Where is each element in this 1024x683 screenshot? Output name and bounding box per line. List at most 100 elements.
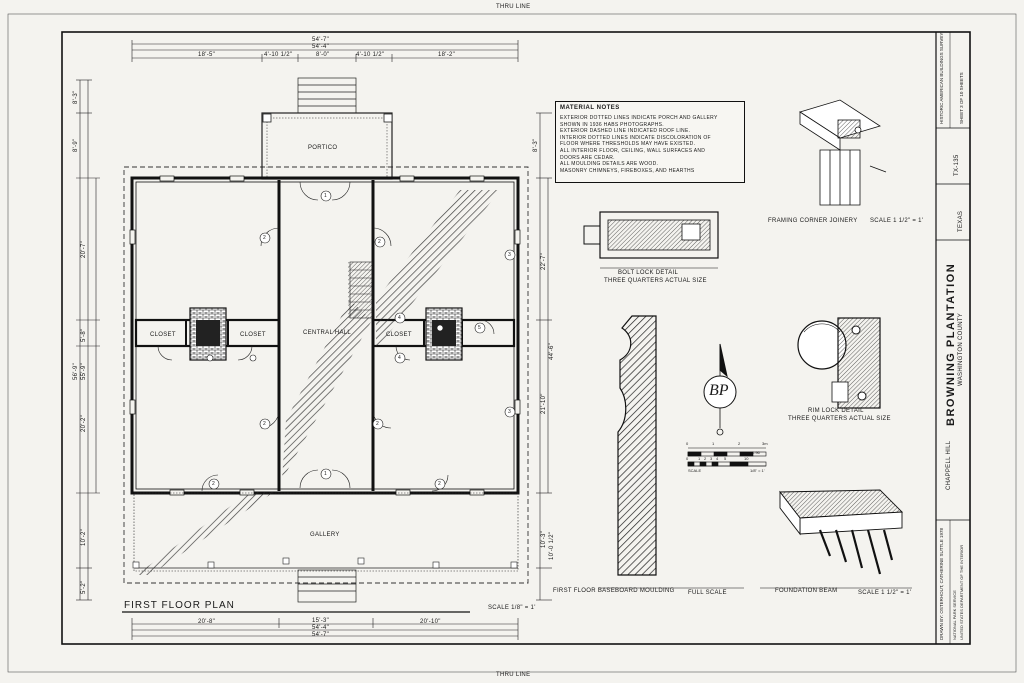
scale-top-tick: 3m [762,441,768,446]
material-notes-header: MATERIAL NOTES [560,105,620,111]
bottom-trim-mark: THRU LINE [496,672,531,678]
scale-word: SCALE [688,468,702,473]
baseboard-moulding-drawing [617,315,657,576]
scale-bottom-tick: 5 [724,456,727,461]
dim-top-1: 18'-5" [198,52,216,58]
graphic-scale [687,447,767,467]
dim-bottom-5: 20'-10" [420,619,441,625]
dim-right-e: 10'-3" [541,530,547,548]
drawing-border [61,31,971,645]
scale-bottom-tick: 3 [710,456,713,461]
title-block-state: TEXAS [958,210,964,232]
dim-left-e: 56'-9" [73,362,79,380]
foundation-scale: SCALE 1 1/2" = 1' [858,590,912,596]
title-block-agency-2: UNITED STATES DEPARTMENT OF THE INTERIOR [959,544,964,640]
scale-bottom-tick: 1 [698,456,701,461]
dim-left-a: 8'-3" [73,90,79,104]
rim-lock-label: RIM LOCK DETAIL [808,408,864,414]
scale-bottom-tick: 4 [716,456,719,461]
title-block-place: CHAPPELL HILL [946,440,952,490]
framing-label: FRAMING CORNER JOINERY [768,218,858,224]
material-note-line: ALL MOULDING DETAILS ARE WOOD. [560,161,659,168]
material-note-line: FLOOR WHERE THRESHOLDS MAY HAVE EXISTED. [560,141,696,148]
door-tag: 3 [508,252,511,258]
floor-plan [76,40,552,640]
rim-lock-drawing [797,317,881,409]
bolt-lock-label: BOLT LOCK DETAIL [618,270,679,276]
scale-top-tick: 0 [686,441,689,446]
room-label-closet-left: CLOSET [150,332,176,338]
material-note-line: DOORS ARE CEDAR. [560,154,615,161]
material-note-line: EXTERIOR DASHED LINE INDICATED ROOF LINE… [560,128,691,135]
door-tag: 2 [378,239,381,245]
scale-top-ratio: 1:96 [752,450,760,455]
title-block-sheet: SHEET 3 OF 10 SHEETS [959,72,964,124]
door-tag: 2 [212,481,215,487]
dim-top-overall-2: 54'-4" [312,44,330,50]
dim-left-g: 20'-2" [81,414,87,432]
moulding-scale: FULL SCALE [688,590,727,596]
dim-left-i: 5'-2" [81,580,87,594]
bolt-lock-sublabel: THREE QUARTERS ACTUAL SIZE [604,278,707,284]
foundation-beam-drawing [779,489,904,575]
bolt-lock-drawing [583,211,719,269]
door-tag: 2 [438,481,441,487]
room-label-central-hall: CENTRAL HALL [303,330,352,336]
door-tag: 4 [398,355,401,361]
dim-left-f: 55'-9" [81,362,87,380]
door-tag: 5 [478,325,481,331]
title-block-survey-name: HISTORIC AMERICAN BUILDINGS SURVEY [939,32,944,124]
title-block-drawn-by: DRAWN BY: OSTERHOUT, CATHERINE SUTTLE 19… [939,527,944,640]
dim-top-overall-1: 54'-7" [312,37,330,43]
title-block-county: WASHINGTON COUNTY [958,312,964,386]
dim-top-3: 8'-0" [316,52,330,58]
material-note-line: ALL INTERIOR FLOOR, CEILING, WALL SURFAC… [560,147,706,154]
framing-scale: SCALE 1 1/2" = 1' [870,218,924,224]
room-label-portico: PORTICO [308,145,338,151]
scale-bottom-tick: 10 [744,456,749,461]
plan-title: FIRST FLOOR PLAN [124,600,235,611]
door-tag: 3 [508,409,511,415]
dim-bottom-1: 20'-8" [198,619,216,625]
scale-top-tick: 1 [712,441,715,446]
dim-left-d: 5'-8" [81,328,87,342]
foundation-label: FOUNDATION BEAM [775,588,838,594]
plan-scale: SCALE 1/8" = 1' [488,605,536,611]
dim-top-2: 4'-10 1/2" [264,52,293,58]
dim-left-h: 10'-2" [81,528,87,546]
dim-left-b: 8'-9" [73,138,79,152]
moulding-label: FIRST FLOOR BASEBOARD MOULDING [553,588,675,594]
top-trim-mark: THRU LINE [496,4,531,10]
dim-top-5: 18'-2" [438,52,456,58]
room-label-closet-middle: CLOSET [240,332,266,338]
material-notes-box: MATERIAL NOTES EXTERIOR DOTTED LINES IND… [555,101,745,183]
dim-right-b: 22'-7" [541,252,547,270]
framing-joinery-drawing [799,99,887,206]
room-label-closet-right: CLOSET [386,332,412,338]
dim-bottom-4: 54'-7" [312,632,330,638]
dim-right-f: 10'-0 1/2" [549,531,555,560]
door-tag: 1 [324,471,327,477]
title-block-name: BROWNING PLANTATION [945,262,957,426]
title-block-survey-no: TX-135 [954,154,960,176]
dim-bottom-3: 54'-4" [312,625,330,631]
dim-right-d: 21'-10" [541,393,547,414]
material-note-line: MASONRY CHIMNEYS, FIREBOXES, AND HEARTHS [560,167,695,174]
door-tag: 2 [376,421,379,427]
scale-top-tick: 2 [738,441,741,446]
dim-top-4: 4'-10 1/2" [356,52,385,58]
monogram-mark: BP [709,382,729,399]
door-tag: 1 [324,193,327,199]
material-note-line: EXTERIOR DOTTED LINES INDICATE PORCH AND… [560,115,718,121]
dim-right-a: 8'-3" [533,138,539,152]
title-block-agency-1: NATIONAL PARK SERVICE [952,590,957,640]
scale-bottom-tick: 0 [686,456,689,461]
scale-bottom-ratio: 1/8" = 1' [750,468,765,473]
door-tag: 2 [263,235,266,241]
room-label-gallery: GALLERY [310,532,340,538]
dim-left-c: 20'-7" [81,240,87,258]
dim-right-c: 44'-6" [549,342,555,360]
door-tag: 4 [398,315,401,321]
